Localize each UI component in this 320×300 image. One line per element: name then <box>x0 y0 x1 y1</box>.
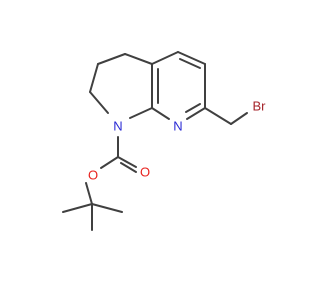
bond-carbonyl-double-b <box>120 162 137 173</box>
bond-n8-c8a <box>151 107 170 120</box>
bond-c5-c6 <box>177 51 206 65</box>
bond-c-ester-o <box>100 156 119 169</box>
bond-n1-c8a <box>129 107 153 119</box>
bond-c4-c3 <box>97 53 126 65</box>
bond-c7-n8 <box>186 107 206 120</box>
atom-label-o-carbonyl: O <box>140 165 150 180</box>
atom-label-n8: N <box>173 119 182 134</box>
bond-c5-c6-inner <box>179 58 201 69</box>
molecule-structure-diagram: N N O O Br <box>62 51 266 231</box>
bond-lines <box>62 51 248 231</box>
bond-cquat-me-left <box>62 203 93 213</box>
bond-cquat-me-right <box>91 203 123 213</box>
bond-carbonyl-double-a <box>117 156 137 168</box>
atom-label-n1: N <box>113 119 122 134</box>
atom-label-o-ester: O <box>88 168 98 183</box>
bond-c2-n1 <box>89 91 109 114</box>
bond-c4a-c5 <box>151 51 179 65</box>
bond-c7-n8-inner <box>185 103 201 113</box>
bond-ester-o-c-quat <box>85 182 93 205</box>
bond-c3-c2 <box>89 63 99 93</box>
atom-labels: N N O O Br <box>88 99 266 183</box>
bond-c7-ch2 <box>204 107 232 125</box>
bond-ch2-br <box>230 112 248 125</box>
bond-c4a-c4 <box>124 53 153 65</box>
atom-label-br: Br <box>253 99 267 114</box>
